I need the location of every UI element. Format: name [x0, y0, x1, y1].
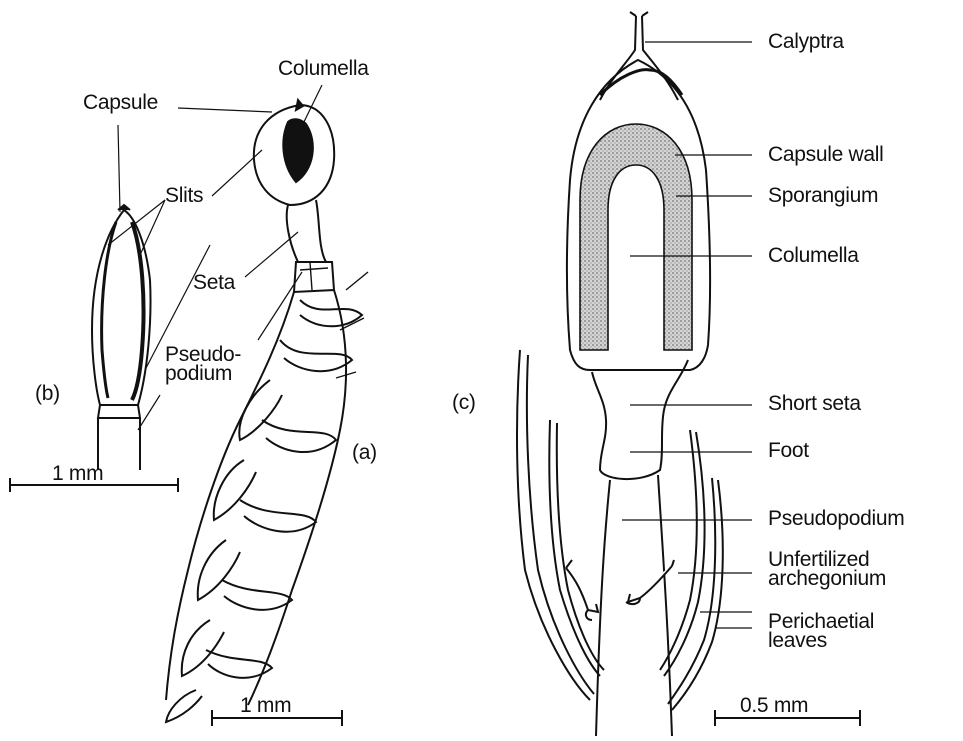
label-c-foot: Foot [768, 440, 809, 461]
label-b-slits: Slits [165, 185, 203, 206]
label-b-capsule: Capsule [83, 92, 158, 113]
label-c-unfertilized-archegonium: Unfertilized archegonium [768, 550, 886, 588]
panel-c-drawing [517, 12, 723, 736]
label-c-scale: 0.5 mm [740, 695, 808, 716]
label-c-capsule-wall: Capsule wall [768, 144, 883, 165]
label-c-perichaetial-leaves: Perichaetial leaves [768, 612, 874, 650]
label-a-tag: (a) [352, 442, 377, 463]
label-c-calyptra: Calyptra [768, 31, 844, 52]
label-c-tag: (c) [452, 392, 476, 413]
label-c-columella: Columella [768, 245, 859, 266]
label-c-sporangium: Sporangium [768, 185, 878, 206]
label-b-scale: 1 mm [52, 463, 103, 484]
label-a-scale: 1 mm [240, 695, 291, 716]
label-a-columella: Columella [278, 58, 369, 79]
label-c-short-seta: Short seta [768, 393, 861, 414]
label-a-pseudopodium: Pseudo- podium [165, 345, 241, 383]
label-c-pseudopodium: Pseudopodium [768, 508, 905, 529]
label-a-seta: Seta [193, 272, 235, 293]
label-b-tag: (b) [35, 383, 60, 404]
panel-b-drawing [92, 205, 151, 470]
